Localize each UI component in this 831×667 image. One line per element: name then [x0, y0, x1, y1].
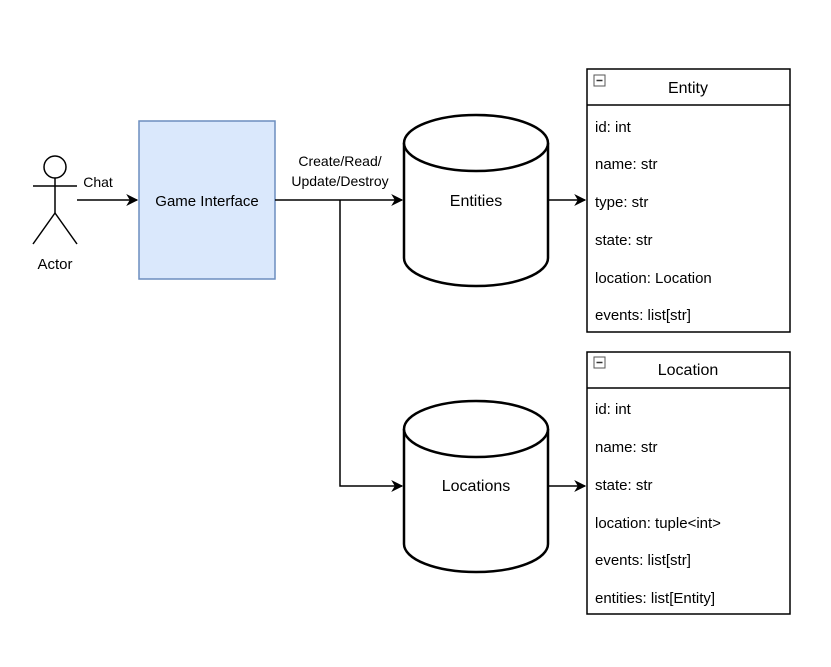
- location-class-title: Location: [658, 362, 719, 379]
- location-field: id: int: [595, 401, 632, 418]
- entity-field: id: int: [595, 119, 632, 136]
- crud-edge[interactable]: Create/Read/ Update/Destroy: [275, 153, 404, 492]
- locations-db-top: [402, 399, 550, 459]
- entity-class[interactable]: Entity id: int name: str type: str state…: [586, 68, 791, 333]
- crud-label-line1: Create/Read/: [298, 153, 381, 169]
- location-class-frame: [586, 351, 791, 615]
- actor-label: Actor: [37, 256, 72, 273]
- actor-head: [43, 155, 67, 179]
- entity-field: location: Location: [595, 270, 712, 287]
- crud-label-line2: Update/Destroy: [291, 173, 388, 189]
- actor[interactable]: Actor: [32, 155, 78, 273]
- entity-field: type: str: [595, 194, 648, 211]
- locations-db[interactable]: Locations: [402, 399, 550, 574]
- chat-label: Chat: [83, 174, 113, 190]
- locations-db-body: [402, 429, 550, 574]
- entity-class-title: Entity: [668, 80, 708, 97]
- game-interface-box[interactable]: Game Interface: [138, 120, 276, 280]
- entity-field: name: str: [595, 156, 658, 173]
- actor-left-leg: [32, 212, 56, 245]
- location-field: entities: list[Entity]: [595, 590, 715, 607]
- entity-class-frame: [586, 68, 791, 333]
- game-interface-label: Game Interface: [155, 193, 258, 210]
- entity-field: events: list[str]: [595, 307, 691, 324]
- entities-db-body: [402, 143, 550, 288]
- location-field: name: str: [595, 439, 658, 456]
- location-field: events: list[str]: [595, 552, 691, 569]
- location-field: state: str: [595, 477, 653, 494]
- chat-edge[interactable]: Chat: [77, 174, 139, 206]
- location-class[interactable]: Location id: int name: str state: str lo…: [586, 351, 791, 615]
- entities-db-top: [402, 113, 550, 173]
- crud-arrow-locations: [339, 200, 404, 492]
- location-collapse-icon[interactable]: [593, 356, 606, 369]
- entity-collapse-icon[interactable]: [593, 74, 606, 87]
- game-interface-rect: [138, 120, 276, 280]
- entities-db[interactable]: Entities: [402, 113, 550, 288]
- location-field: location: tuple<int>: [595, 515, 721, 532]
- actor-right-leg: [54, 212, 78, 245]
- locations-db-label: Locations: [442, 478, 511, 495]
- entities-db-label: Entities: [450, 193, 502, 210]
- entity-field: state: str: [595, 232, 653, 249]
